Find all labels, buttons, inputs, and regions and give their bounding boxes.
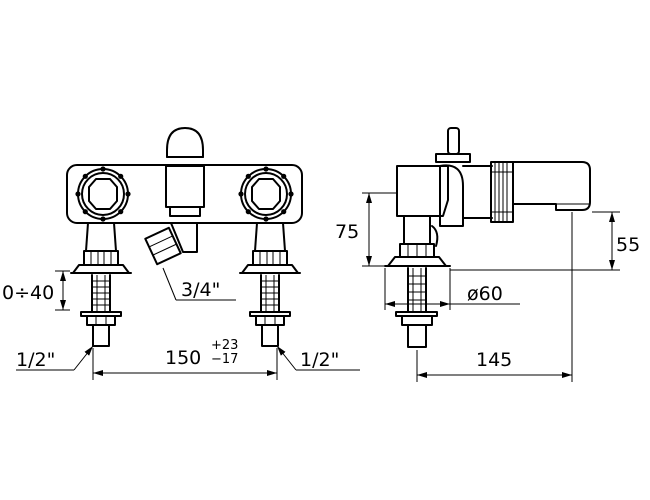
- spout-collar: [490, 161, 514, 223]
- projection-label: 145: [476, 349, 512, 371]
- adjust-range-label: 0÷40: [2, 282, 54, 304]
- outlet-thread-label: 3/4": [181, 279, 220, 301]
- right-leg: [239, 222, 301, 347]
- centers-tol-minus: −17: [211, 352, 238, 367]
- body-height-label: 75: [335, 221, 359, 243]
- side-view: 75 55 ø60 145: [335, 127, 640, 382]
- front-view: 0÷40 3/4" 150 +23 −17 1/2" 1/2": [2, 127, 360, 380]
- right-inlet-thread-label: 1/2": [300, 349, 339, 371]
- spout-height-label: 55: [616, 234, 640, 256]
- diverter-knob: [165, 127, 205, 217]
- right-handle-rosette: [237, 165, 295, 223]
- left-handle-rosette: [74, 165, 132, 223]
- spout: [512, 161, 591, 211]
- side-knob: [435, 127, 471, 163]
- left-leg: [70, 222, 132, 347]
- hand-shower-outlet: [144, 222, 198, 266]
- flange-diameter-label: ø60: [467, 283, 503, 305]
- left-inlet-thread-label: 1/2": [16, 349, 55, 371]
- side-leg: [384, 215, 451, 348]
- centers-label: 150: [165, 347, 201, 369]
- centers-tol-plus: +23: [211, 338, 238, 353]
